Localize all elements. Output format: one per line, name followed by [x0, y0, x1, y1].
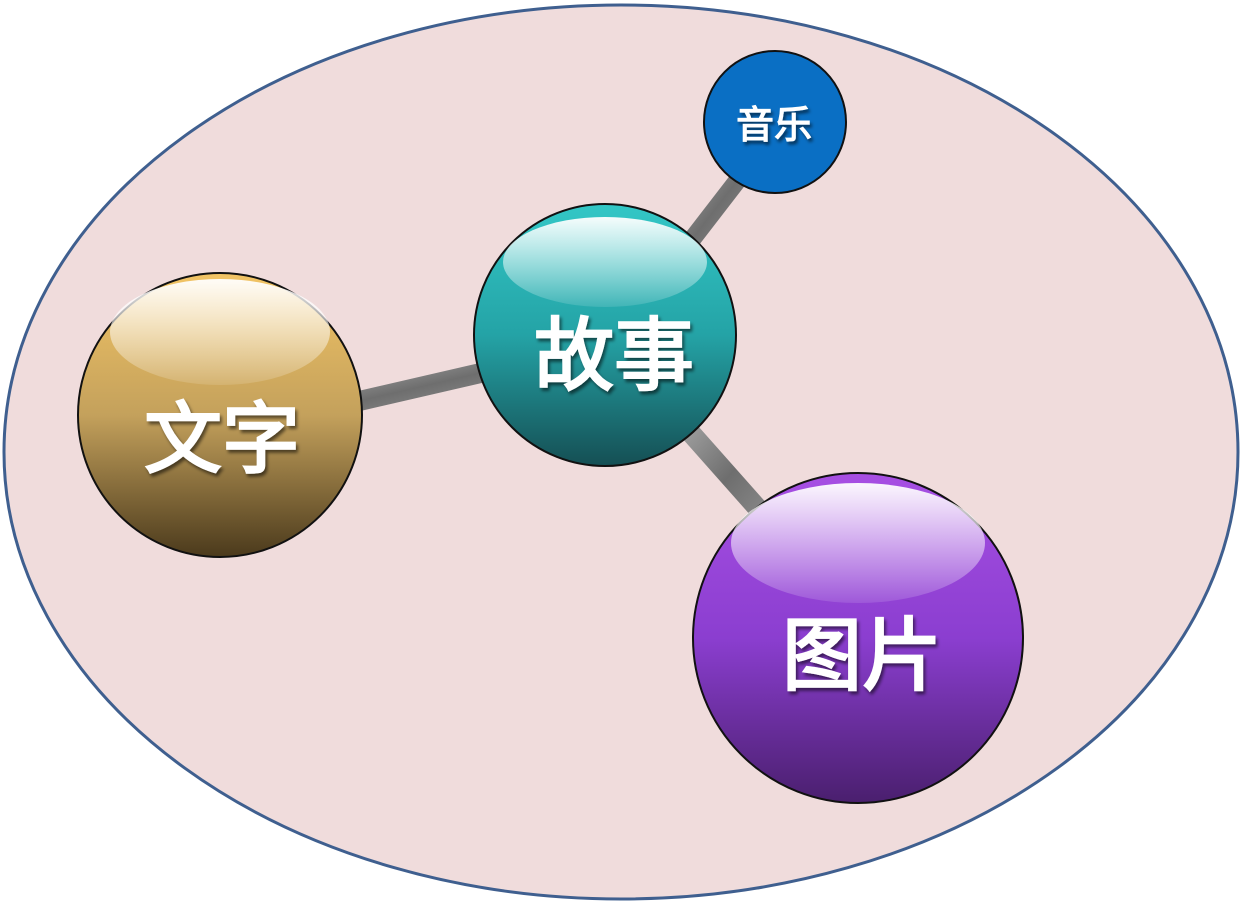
node-music-label: 音乐: [736, 103, 812, 147]
node-image-label: 图片: [782, 610, 942, 703]
node-hub-gloss: [503, 217, 707, 307]
node-hub[interactable]: 故事: [473, 203, 737, 467]
node-music[interactable]: 音乐: [703, 50, 847, 194]
node-image[interactable]: 图片: [692, 472, 1024, 804]
connector-hub-text: [352, 362, 488, 412]
node-text-label: 文字: [144, 395, 300, 485]
node-music-sphere: [703, 50, 847, 194]
connector-hub-music: [682, 166, 752, 248]
node-text[interactable]: 文字: [77, 272, 363, 558]
node-image-gloss: [731, 483, 985, 603]
node-hub-label: 故事: [534, 310, 694, 403]
node-text-gloss: [110, 279, 330, 385]
connector-hub-image: [682, 425, 776, 527]
